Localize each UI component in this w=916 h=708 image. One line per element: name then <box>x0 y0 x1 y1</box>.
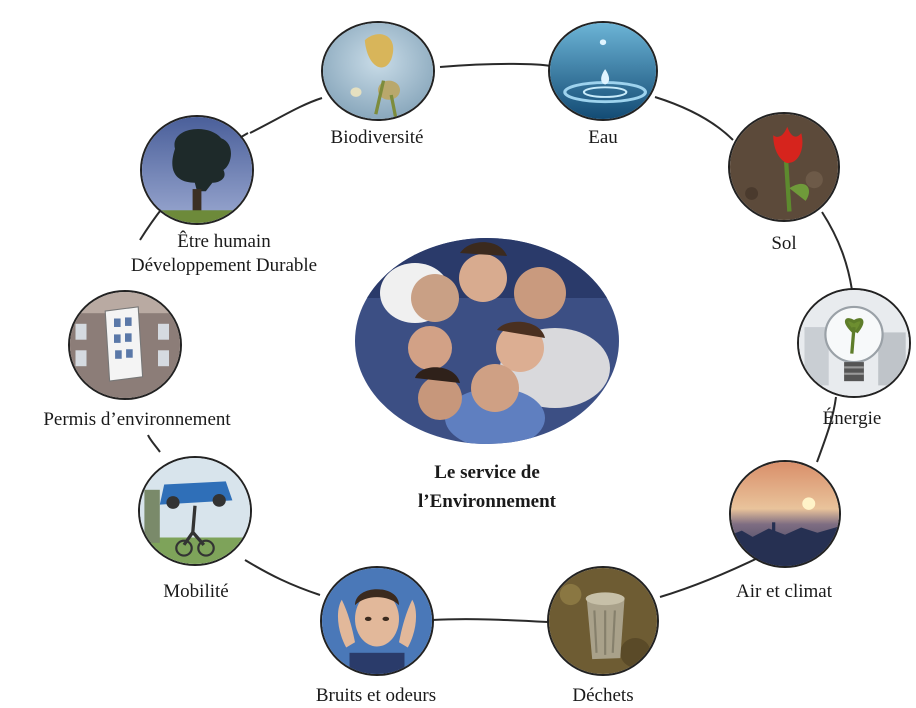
biodiversite-photo-icon[interactable] <box>321 21 435 121</box>
topic-label-permis[interactable]: Permis d’environnement <box>43 409 231 430</box>
topic-label-humain-line1: Être humain <box>177 231 271 252</box>
topic-label-energie[interactable]: Énergie <box>822 408 882 429</box>
topic-label-dechets[interactable]: Déchets <box>572 685 634 706</box>
topic-label-air[interactable]: Air et climat <box>735 581 833 602</box>
trash-can-photo-icon[interactable] <box>547 566 659 676</box>
topic-label-humain-line2: Développement Durable <box>130 255 318 276</box>
topic-label-bruits[interactable]: Bruits et odeurs <box>315 685 437 706</box>
group-of-people-photo <box>355 238 619 444</box>
topic-label-eau[interactable]: Eau <box>588 127 618 148</box>
city-sunset-photo-icon[interactable] <box>729 460 841 568</box>
car-on-cyclist-photo-icon[interactable] <box>138 456 252 566</box>
topic-label-humain[interactable]: Être humain Développement Durable <box>131 230 317 278</box>
topic-label-biodiversite[interactable]: Biodiversité <box>330 127 424 148</box>
permit-document-photo-icon[interactable] <box>68 290 182 400</box>
center-title-line2: l’Environnement <box>418 491 556 512</box>
water-drop-photo-icon[interactable] <box>548 21 658 121</box>
man-covering-ears-photo-icon[interactable] <box>320 566 434 676</box>
topic-label-sol[interactable]: Sol <box>771 233 797 254</box>
center-title-line1: Le service de <box>434 462 540 483</box>
light-bulb-photo-icon[interactable] <box>797 288 911 398</box>
center-title: Le service de l’Environnement <box>418 458 556 516</box>
tree-head-photo-icon[interactable] <box>140 115 254 225</box>
topic-label-mobilite[interactable]: Mobilité <box>163 581 229 602</box>
tulip-soil-photo-icon[interactable] <box>728 112 840 222</box>
